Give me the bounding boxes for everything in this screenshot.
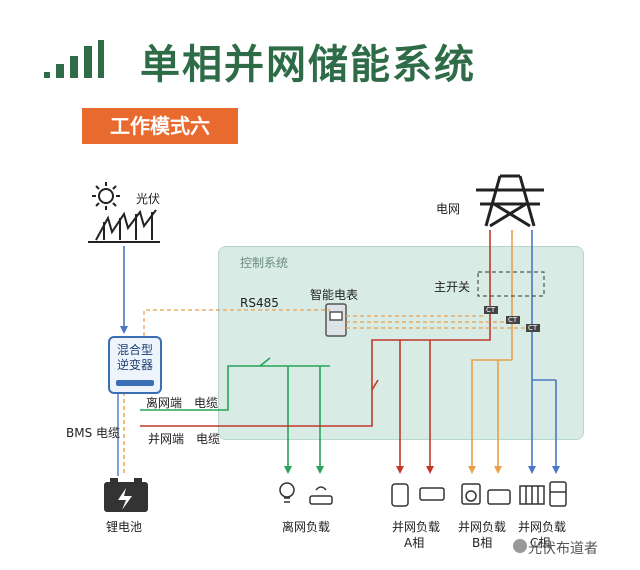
watermark-text: 光伏布道者	[528, 541, 598, 557]
hybrid-inverter: 混合型 逆变器	[108, 336, 162, 394]
grid-label: 电网	[436, 202, 461, 216]
battery-label: 锂电池	[106, 520, 143, 534]
signal-bars-icon	[44, 40, 104, 78]
ct-label-1: CT	[486, 306, 496, 314]
ongrid-cable-label: 电缆	[196, 432, 221, 446]
load-b-phase: B相	[472, 536, 493, 550]
load-b-label: 并网负载	[458, 520, 507, 534]
offgrid-port-label: 离网端	[146, 396, 183, 410]
inverter-display	[116, 380, 154, 386]
load-a-phase: A相	[404, 536, 425, 550]
rs485-label: RS485	[240, 296, 279, 310]
smart-meter-icon	[325, 303, 347, 337]
load-a-label: 并网负载	[392, 520, 441, 534]
pv-label: 光伏	[136, 192, 161, 206]
offgrid-load-label: 离网负载	[282, 520, 331, 534]
radiator-icon	[519, 485, 545, 505]
control-system-box	[218, 246, 584, 440]
smart-meter-label: 智能电表	[310, 288, 359, 302]
refrigerator-icon	[549, 481, 567, 507]
load-c-label: 并网负载	[518, 520, 567, 534]
sun-icon	[92, 182, 120, 210]
mode-badge: 工作模式六	[82, 108, 238, 144]
load-c-phase: C相	[530, 536, 551, 550]
solar-panel-icon	[88, 209, 160, 243]
bms-cable-label: BMS 电缆	[66, 426, 121, 440]
air-conditioner-icon	[419, 487, 445, 501]
battery-icon	[104, 478, 148, 512]
water-heater-icon	[391, 483, 409, 507]
main-switch-label: 主开关	[434, 280, 471, 294]
ongrid-port-label: 并网端	[148, 432, 185, 446]
router-icon	[309, 486, 333, 505]
watermark-logo-icon	[513, 539, 527, 553]
ct-label-3: CT	[528, 324, 538, 332]
cooking-pot-icon	[487, 489, 511, 505]
ct-label-2: CT	[508, 316, 518, 324]
inverter-label-line1: 混合型	[116, 343, 153, 357]
transmission-tower-icon	[476, 174, 544, 228]
page-title: 单相并网储能系统	[140, 42, 476, 88]
inverter-label-line2: 逆变器	[116, 358, 153, 372]
control-system-label: 控制系统	[240, 256, 289, 270]
washing-machine-icon	[461, 483, 481, 505]
lightbulb-icon	[279, 482, 295, 503]
offgrid-cable-label: 电缆	[194, 396, 219, 410]
